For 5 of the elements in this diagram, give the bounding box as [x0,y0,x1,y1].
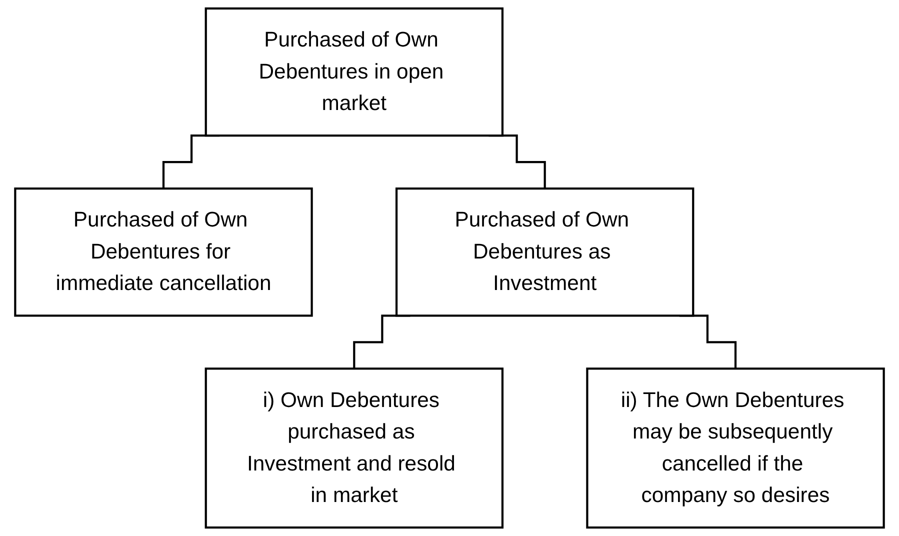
node-box: Purchased of Own Debentures in open market [204,7,504,137]
node-box: i) Own Debentures purchased as Investment and resold in market [204,368,504,529]
node-box: Purchased of Own Debentures for immediate cancellation [14,188,313,317]
node-box: Purchased of Own Debentures as Investment [395,188,694,317]
node-box: ii) The Own Debentures may be subsequently cancelled if the company so desires [586,368,885,529]
